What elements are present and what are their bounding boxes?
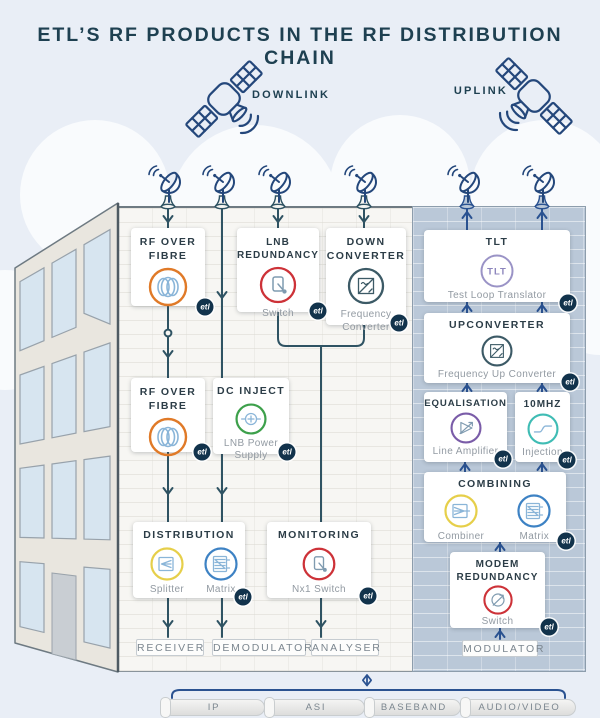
matrix-icon xyxy=(204,547,238,581)
icon-label: Splitter xyxy=(149,583,185,595)
combiner-icon xyxy=(444,494,478,528)
box-dc-inject: DC INJECT LNB Power Supply xyxy=(213,378,289,461)
box-sublabel: Frequency Converter xyxy=(340,309,392,333)
splitter-icon xyxy=(150,547,184,581)
downlink-label: DOWNLINK xyxy=(252,89,331,101)
bus-joint xyxy=(160,697,171,718)
icon-label: Matrix xyxy=(519,530,550,542)
switch-icon xyxy=(259,266,297,304)
box-sublabel: Line Amplifier xyxy=(432,446,499,458)
etl-badge: etl xyxy=(494,450,512,468)
etl-badge: etl xyxy=(309,302,327,320)
output-demodulator: DEMODULATOR xyxy=(212,639,312,656)
etl-badge: etl xyxy=(278,443,296,461)
box-title: DC INJECT xyxy=(216,385,286,397)
box-down-converter: DOWN CONVERTER Frequency Converter xyxy=(326,228,406,333)
box-title: EQUALISATION xyxy=(424,398,507,409)
box-title: COMBINING xyxy=(458,478,532,490)
box-modem-redundancy: MODEM REDUNDANCY Switch xyxy=(450,552,545,628)
etl-badge: etl xyxy=(234,588,252,606)
box-rf-over-fibre-1: RF OVER FIBRE xyxy=(131,228,205,307)
box-title: 10MHZ xyxy=(523,399,562,410)
page-title: ETL’S RF PRODUCTS IN THE RF DISTRIBUTION… xyxy=(37,24,563,69)
etl-badge: etl xyxy=(193,443,211,461)
box-combining: COMBINING Combiner xyxy=(424,472,566,542)
redundancy-switch-icon xyxy=(482,585,513,615)
bus-segment-audio-video: AUDIO/VIDEO xyxy=(463,699,576,716)
fibre-coil-icon xyxy=(148,268,188,307)
box-monitoring: MONITORING Nx1 Switch xyxy=(267,522,371,598)
tlt-icon-label: TLT xyxy=(487,266,507,277)
building-windows xyxy=(19,228,111,649)
building-door xyxy=(51,572,77,661)
box-sublabel: LNB Power Supply xyxy=(223,437,279,462)
nx1-switch-icon xyxy=(302,547,336,581)
box-sublabel: Switch xyxy=(481,616,514,627)
output-analyser: ANALYSER xyxy=(311,639,380,656)
line-amplifier-icon xyxy=(449,412,482,444)
tlt-icon: TLT xyxy=(480,254,514,288)
box-sublabel: Test Loop Translator xyxy=(447,289,547,301)
bus-joint xyxy=(364,697,375,718)
box-title: UPCONVERTER xyxy=(449,319,545,331)
etl-badge: etl xyxy=(540,618,558,636)
etl-badge: etl xyxy=(559,294,577,312)
box-rf-over-fibre-2: RF OVER FIBRE xyxy=(131,378,205,457)
box-title: DISTRIBUTION xyxy=(143,529,235,541)
bus-bracket xyxy=(171,674,566,699)
10mhz-injection-icon xyxy=(526,413,559,445)
lnb-power-icon xyxy=(235,403,267,435)
etl-badge: etl xyxy=(557,532,575,550)
box-title: RF OVER FIBRE xyxy=(139,236,197,262)
uplink-label: UPLINK xyxy=(453,85,508,97)
box-sublabel: Switch xyxy=(262,308,294,319)
matrix-icon xyxy=(517,494,551,528)
roof-collars xyxy=(160,195,550,210)
etl-badge: etl xyxy=(561,373,579,391)
uplink-satellite-icon xyxy=(495,57,573,135)
antenna-dish-icons xyxy=(148,164,560,203)
box-title: MODEM REDUNDANCY xyxy=(456,559,539,583)
box-sublabel: Nx1 Switch xyxy=(291,583,346,595)
etl-badge: etl xyxy=(390,314,408,332)
input-modulator: MODULATOR xyxy=(462,640,544,657)
box-lnb-redundancy: LNB REDUNDANCY Switch xyxy=(236,228,320,319)
box-sublabel: Injection xyxy=(522,447,563,458)
box-equalisation: EQUALISATION Line Amplifier xyxy=(424,392,507,462)
box-title: TLT xyxy=(485,236,509,248)
box-sublabel: Frequency Up Converter xyxy=(437,368,557,380)
box-title: LNB REDUNDANCY xyxy=(236,237,320,261)
icon-label: Matrix xyxy=(206,583,236,595)
bus-joint xyxy=(460,697,471,718)
bus-joint xyxy=(264,697,275,718)
etl-badge: etl xyxy=(558,451,576,469)
box-distribution: DISTRIBUTION Splitter xyxy=(133,522,245,598)
box-tlt: TLT TLT Test Loop Translator xyxy=(424,230,570,302)
icon-label: Combiner xyxy=(437,530,485,542)
box-upconverter: UPCONVERTER Frequency Up Converter xyxy=(424,313,570,383)
frequency-up-converter-icon xyxy=(481,335,513,367)
fibre-coil-icon xyxy=(148,418,188,457)
box-title: RF OVER FIBRE xyxy=(139,386,197,412)
downlink-satellite-icon xyxy=(185,60,263,138)
etl-badge: etl xyxy=(359,587,377,605)
frequency-converter-icon xyxy=(347,268,385,305)
box-title: MONITORING xyxy=(277,529,361,541)
etl-badge: etl xyxy=(196,298,214,316)
transport-bus: IP ASI BASEBAND AUDIO/VIDEO xyxy=(163,699,578,717)
box-10mhz: 10MHZ Injection xyxy=(515,392,570,462)
box-title: DOWN CONVERTER xyxy=(326,236,406,262)
output-receiver: RECEIVER xyxy=(136,639,204,656)
